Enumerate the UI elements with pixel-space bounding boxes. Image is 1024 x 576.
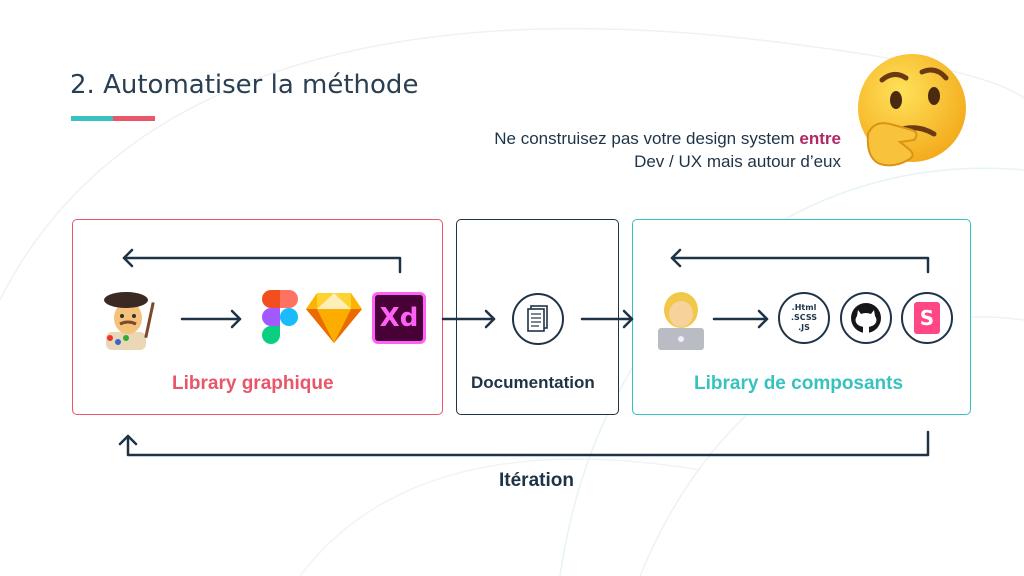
code-files-icon: .Html .SCSS .JS [778, 292, 830, 344]
thinking-face-icon [858, 54, 966, 167]
underline-teal [71, 116, 113, 121]
adobe-xd-logo-icon: Xd [372, 292, 426, 344]
quote-line-1-text: Ne construisez pas votre design system [494, 129, 800, 148]
component-library-label: Library de composants [694, 373, 904, 394]
quote-line-2: Dev / UX mais autour d’eux [634, 152, 841, 171]
code-line-html: .Html [791, 303, 817, 312]
github-logo-icon [840, 292, 892, 344]
artist-emoji-icon [104, 292, 155, 350]
underline-coral [113, 116, 155, 121]
storybook-logo-wrapper: S [901, 292, 953, 344]
figma-logo-icon [262, 290, 298, 344]
code-line-scss: .SCSS [791, 313, 817, 322]
components-loop-arrow [670, 256, 930, 274]
sketch-logo-icon [306, 293, 362, 343]
quote-text: Ne construisez pas votre design system e… [494, 127, 841, 173]
documentation-label: Documentation [471, 373, 595, 392]
storybook-logo-icon: S [914, 302, 940, 334]
slide-title: 2. Automatiser la méthode [70, 70, 419, 100]
quote-line-1: Ne construisez pas votre design system e… [494, 127, 841, 150]
graphic-loop-arrow [122, 256, 402, 274]
document-icon [512, 293, 564, 345]
code-line-js: .JS [798, 323, 810, 332]
graphic-library-label: Library graphique [172, 373, 334, 394]
iteration-label: Itération [499, 470, 574, 491]
quote-highlight: entre [799, 129, 841, 148]
developer-emoji-icon [658, 292, 704, 350]
iteration-loop-arrow [126, 430, 930, 457]
title-underline [71, 116, 155, 121]
